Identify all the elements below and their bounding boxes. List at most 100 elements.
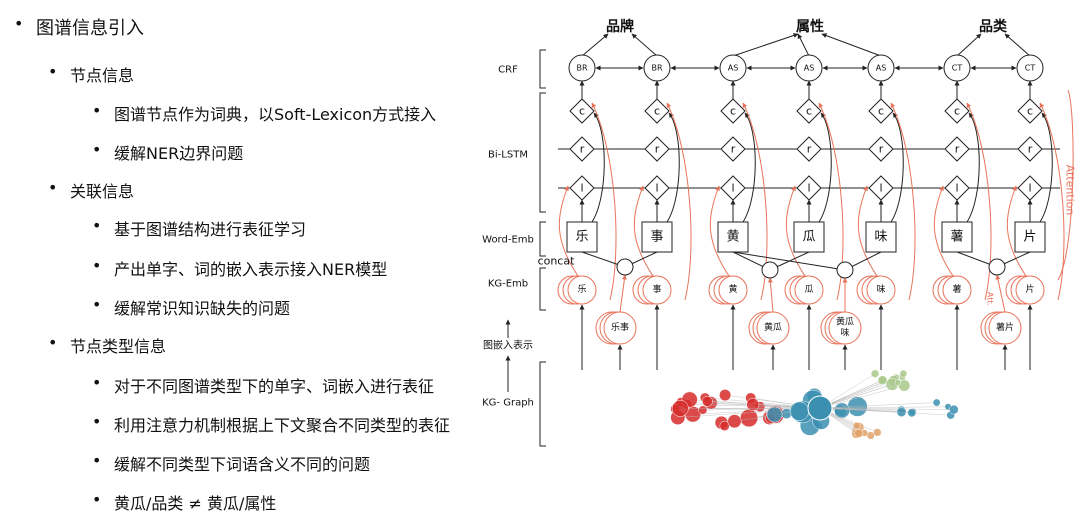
lstm-r-cell [944,136,970,162]
attention-curve [666,102,692,301]
kg-ner-architecture-diagram: 品牌属性品类CRFBi-LSTMWord-EmbKG-Emb图嵌入表示KG- G… [482,18,1077,447]
graph-node [854,428,864,438]
layer-label-graph_emb: 图嵌入表示 [483,339,533,352]
bullet-icon: • [14,14,24,33]
kg-char-embedding-node [642,275,672,305]
lstm-l-cell [720,175,746,201]
kg-char-embedding-node [866,275,896,305]
lstm-r-cell [868,136,894,162]
attention-curve [558,185,579,277]
top-label: 品类 [979,18,1008,35]
graph-node [852,421,861,430]
layer-label-bilstm: Bi-LSTM [488,150,528,161]
graph-node [727,414,742,429]
outline-title: 图谱信息引入 [36,18,144,39]
lstm-r-cell [720,136,746,162]
layer-label-kg_emb: KG-Emb [488,279,528,290]
lstm-l-cell-label: l [655,182,658,195]
graph-node [746,398,760,411]
layer-bracket [539,92,546,213]
bullet-icon: • [92,373,102,392]
attention-curve [933,185,954,277]
concat-circle [761,261,779,279]
lstm-l-cell [569,175,595,201]
crf-tag-node [795,54,823,82]
word-emb-char: 黄 [726,230,739,245]
bullet-icon: • [92,412,102,431]
crf-tag-label: BR [651,64,662,73]
lstm-l-cell [644,175,670,201]
node-info-heading: 节点信息 [70,66,135,85]
graph-node [894,379,902,386]
graph-hub-node [807,395,833,421]
outline-item: • 图谱信息引入 [14,14,144,40]
crf-to-label-arrow [821,33,882,57]
lstm-c-cell-label: c [1027,105,1033,118]
word-emb-char: 乐 [575,230,588,245]
top-label: 品牌 [606,18,634,35]
outline-item: • 缓解常识知识缺失的问题 [92,295,291,319]
crf-tag-node [1016,54,1044,82]
skip-arrow [966,112,980,223]
attention-curve [818,102,844,301]
outline-item: • 节点类型信息 [48,333,166,357]
crf-tag-label: AS [876,64,887,73]
skip-arrow [666,112,680,223]
outline-item: • 基于图谱结构进行表征学习 [92,216,307,240]
concat-circle [836,261,854,279]
kg-char-label: 薯 [952,283,961,295]
graph-edge [819,407,912,414]
lstm-c-cell [1017,98,1043,124]
outline: • 图谱信息引入 • 节点信息 • 图谱节点作为词典，以Soft-Lexicon… [0,0,520,521]
word-emb-box [941,221,973,253]
outline-text: 缓解不同类型下词语含义不同的问题 [114,455,371,474]
attention-curve [785,185,806,277]
lstm-l-cell-label: l [1028,182,1031,195]
crf-to-label-arrow [797,33,810,57]
word-emb-char: 片 [1023,230,1036,245]
kg-word-to-concat-arrow [995,274,1006,313]
crf-to-label-arrow [581,33,609,57]
kg-word-to-concat-arrow [767,277,774,313]
crf-tag-node [719,54,747,82]
kg-word-to-concat-arrow [619,274,627,313]
layer-bracket [539,267,546,311]
lstm-c-cell [796,98,822,124]
word-emb-box [793,221,825,253]
crf-to-label-arrow [956,33,982,57]
outline-text: 利用注意力机制根据上下文聚合不同类型的表征 [114,416,451,435]
concat-circle [988,258,1006,276]
word-emb-box [641,221,673,253]
skip-arrow [591,112,605,223]
lstm-r-cell-label: r [731,143,736,156]
bullet-icon: • [92,295,102,314]
kg-char-label: 瓜 [804,284,813,295]
graph-edge [819,382,899,409]
bullet-icon: • [48,178,58,197]
outline-text: 基于图谱结构进行表征学习 [114,220,307,239]
kg-char-embedding-node [794,275,824,305]
kg-word-label: 黄瓜 [836,316,854,328]
outline-text: 黄瓜/品类 ≠ 黄瓜/属性 [114,494,277,513]
crf-to-label-arrow [631,33,658,57]
graph-edge [819,380,894,409]
kg-char-label: 乐 [577,283,586,295]
lstm-l-cell-label: l [955,182,958,195]
attention-bracket [1057,89,1074,281]
bullet-icon: • [48,62,58,81]
attention-curve [709,185,730,277]
kg-word-embedding-node [988,311,1022,345]
attention-curve [966,102,992,301]
relation-info-heading: 关联信息 [70,182,135,201]
crf-tag-node [643,54,671,82]
outline-text: 缓解常识知识缺失的问题 [114,299,291,318]
outline-text: 图谱节点作为词典，以Soft-Lexicon方式接入 [114,105,437,124]
bullet-icon: • [92,101,102,120]
lstm-r-cell-label: r [955,143,960,156]
att-label: Att. [986,292,995,306]
bullet-icon: • [92,140,102,159]
outline-text: 对于不同图谱类型下的单字、词嵌入进行表征 [114,377,435,396]
outline-item: • 缓解NER边界问题 [92,140,243,164]
layer-label-kg_graph: KG- Graph [482,398,534,409]
outline-item: • 对于不同图谱类型下的单字、词嵌入进行表征 [92,373,435,397]
